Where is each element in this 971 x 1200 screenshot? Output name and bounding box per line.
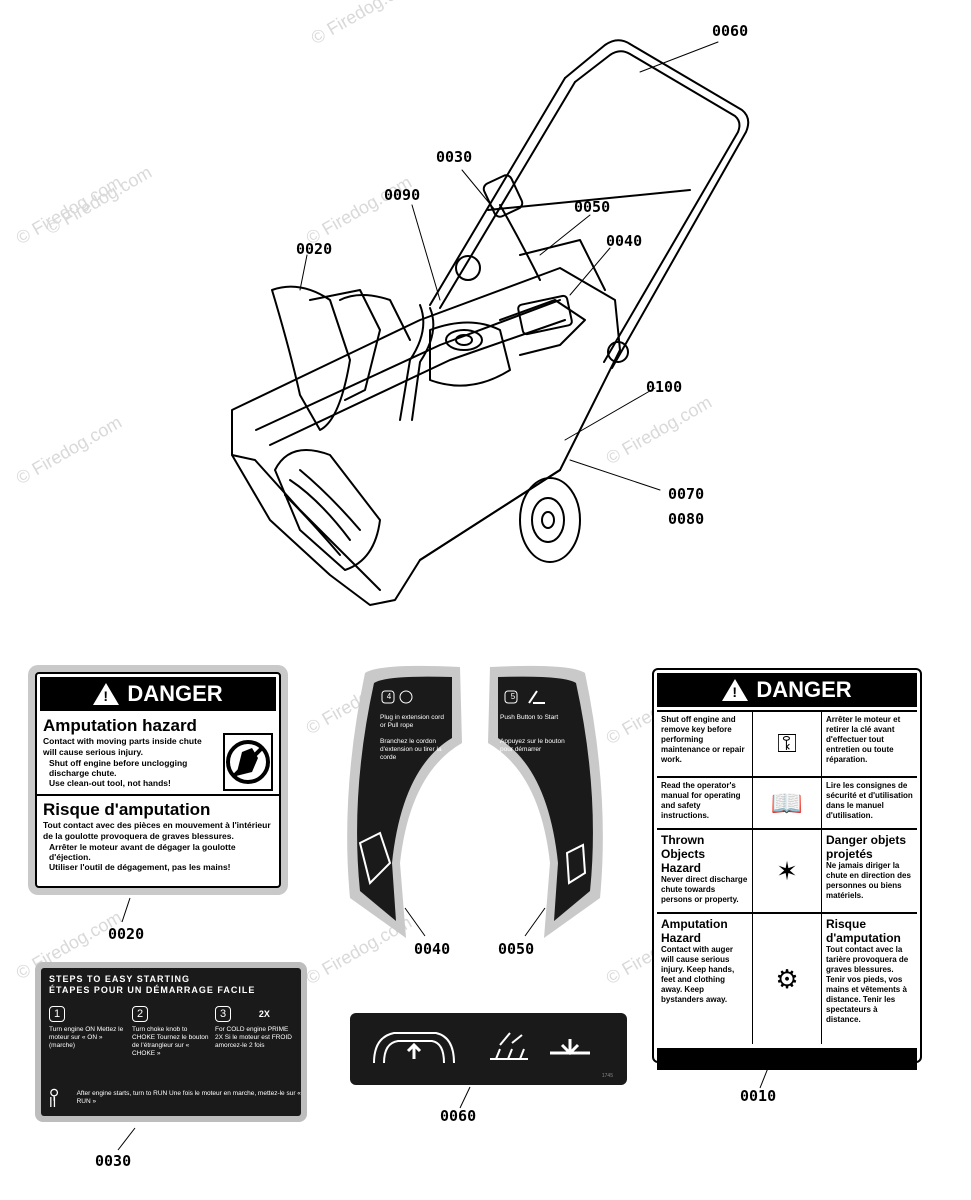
no-hands-icon [223, 733, 273, 791]
thrown-objects-icon: ✶ [752, 830, 822, 912]
callout-label: 0100 [646, 378, 683, 396]
handle-bail-icon [373, 1032, 455, 1064]
callout-label: 0040 [414, 940, 451, 958]
decal-code: 1745 [601, 1073, 613, 1079]
step-text: For COLD engine PRIME 2X Si le moteur es… [215, 1026, 292, 1049]
danger-banner: ! DANGER [657, 673, 917, 707]
callout-label: 0050 [574, 198, 611, 216]
decal-leader-lines [117, 897, 771, 1151]
decal-0020: ! DANGER Amputation hazard Contact with … [28, 665, 288, 895]
callout-label: 0040 [606, 232, 643, 250]
row-text-fr: Tout contact avec la tarière provoquera … [826, 945, 909, 1024]
run-text: After engine starts, turn to RUN Une foi… [76, 1090, 301, 1105]
row-text-fr: Lire les consignes de sécurité et d'util… [826, 781, 913, 820]
callout-label: 0030 [436, 148, 473, 166]
auger-spray-icon [490, 1032, 528, 1060]
body-en: Contact with moving parts inside chute w… [43, 736, 202, 757]
row-heading-fr: Danger objets projetés [826, 833, 907, 861]
divider [37, 794, 279, 796]
step-text: Turn engine ON Mettez le moteur sur « ON… [49, 1026, 124, 1049]
heading-fr: ÉTAPES POUR UN DÉMARRAGE FACILE [49, 985, 256, 995]
row-text-en: Read the operator's manual for operating… [661, 781, 741, 820]
step-3: 3 2X For COLD engine PRIME 2X Si le mote… [215, 1006, 293, 1058]
callout-label: 0090 [384, 186, 421, 204]
auger-hazard-icon: ⚙ [752, 914, 822, 1044]
decal-0040-text-en: Plug in extension cord or Pull rope [380, 714, 444, 729]
run-instruction: ⚲ ǀǀ After engine starts, turn to RUN Un… [49, 1086, 301, 1110]
row-heading-en: Thrown Objects Hazard [661, 833, 706, 875]
callout-label: 0050 [498, 940, 535, 958]
bullet-en: Shut off engine before unclogging discha… [49, 758, 188, 778]
heading-en: Amputation hazard [43, 716, 197, 735]
footer-bar [657, 1048, 917, 1070]
bullet-en: Use clean-out tool, not hands! [49, 778, 171, 788]
decal-0050-step: 5 [510, 692, 516, 701]
decal-0050-text-fr: Appuyez sur le bouton pour démarrer [500, 738, 565, 753]
key-removal-icon: ⚿ [752, 712, 822, 776]
step-2: 2 Turn choke knob to CHOKE Tournez le bo… [132, 1006, 210, 1058]
callout-label: 0020 [108, 925, 145, 943]
danger-label: DANGER [127, 681, 223, 706]
callout-label: 0060 [440, 1107, 477, 1125]
bullet-fr: Arrêter le moteur avant de dégager la go… [49, 842, 236, 862]
row-text-en: Shut off engine and remove key before pe… [661, 715, 745, 764]
danger-banner: ! DANGER [40, 677, 276, 711]
warning-triangle-icon: ! [722, 679, 749, 701]
step-number: 2 [132, 1006, 148, 1022]
callout-label: 0020 [296, 240, 333, 258]
warning-triangle-icon: ! [93, 683, 120, 705]
row-text-en: Contact with auger will cause serious in… [661, 945, 735, 1004]
step-number: 3 [215, 1006, 231, 1022]
callout-label: 0060 [712, 22, 749, 40]
heading-en: STEPS TO EASY STARTING [49, 974, 191, 984]
step-number: 1 [49, 1006, 65, 1022]
callout-label: 0030 [95, 1152, 132, 1170]
run-icon: ⚲ ǀǀ [49, 1086, 60, 1110]
callout-label: 0080 [668, 510, 705, 528]
snow-thrower-drawing [231, 39, 750, 606]
row-heading-fr: Risque d'amputation [826, 917, 901, 945]
prime-badge: 2X [258, 1009, 270, 1019]
decal-0040-step: 4 [386, 692, 392, 701]
bullet-fr: Utiliser l'outil de dégagement, pas les … [49, 862, 231, 872]
row-text-fr: Ne jamais diriger la chute en direction … [826, 861, 911, 900]
callout-label: 0070 [668, 485, 705, 503]
step-1: 1 Turn engine ON Mettez le moteur sur « … [49, 1006, 127, 1058]
decal-0060-icons [373, 1032, 590, 1064]
decal-0030: STEPS TO EASY STARTING ÉTAPES POUR UN DÉ… [35, 962, 307, 1122]
decal-0050 [488, 665, 603, 938]
manual-book-icon: 📖 [752, 778, 822, 828]
decal-0040 [347, 665, 462, 938]
row-text-fr: Arrêter le moteur et retirer la clé avan… [826, 715, 901, 764]
engage-icon [550, 1039, 590, 1056]
row-heading-en: Amputation Hazard [661, 917, 728, 945]
decal-0010: ! DANGER Shut off engine and remove key … [652, 668, 922, 1070]
body-fr: Tout contact avec des pièces en mouvemen… [43, 820, 271, 841]
callout-label: 0010 [740, 1087, 777, 1105]
danger-label: DANGER [756, 677, 852, 702]
step-text: Turn choke knob to CHOKE Tournez le bout… [132, 1026, 209, 1057]
decal-0060: 1745 [350, 1013, 627, 1085]
decal-0050-text-en: Push Button to Start [500, 714, 559, 721]
heading-fr: Risque d'amputation [43, 800, 211, 819]
row-text-en: Never direct discharge chute towards per… [661, 875, 748, 904]
decal-0040-text-fr: Branchez le cordon d'extension ou tirer … [380, 738, 442, 761]
